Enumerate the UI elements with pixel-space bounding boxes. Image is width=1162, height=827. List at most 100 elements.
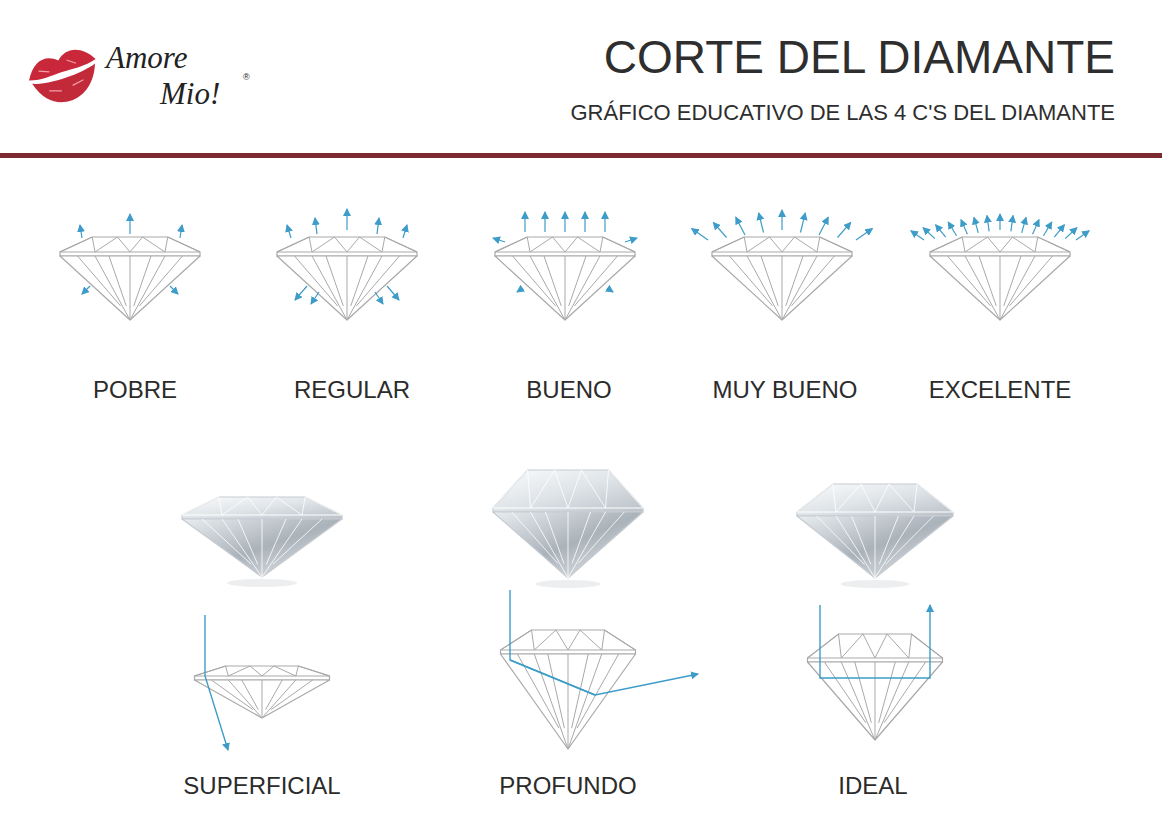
light-ray [1043,222,1051,236]
crown [495,237,635,256]
pavilion-facet [202,519,251,564]
shadow [227,579,297,587]
pavilion-facet [886,516,934,564]
pavilion-facet [1004,256,1021,306]
light-ray [377,218,379,234]
pavilion-facet [347,256,348,320]
grade-label: MUY BUENO [713,376,858,404]
crown [797,484,953,516]
diamond-outline [60,237,200,320]
pavilion-facet [572,512,590,563]
light-ray [974,217,978,232]
pavilion-facet [979,256,996,306]
pavilion-facet [568,512,606,578]
pavilion-facet [574,256,617,306]
crown [60,237,200,256]
shadow [535,580,601,588]
pavilion-facet [747,256,782,320]
pavilion-facet [512,512,558,563]
lips-logo [24,44,105,111]
crown [277,237,417,256]
pavilion-facet [875,662,876,740]
light-path [510,590,698,695]
diamond-outline [277,237,417,320]
light-ray [759,213,764,232]
light-ray [287,225,291,238]
pavilion-facet [312,256,347,320]
light-ray [1022,217,1026,232]
light-ray [170,286,178,294]
crown [493,470,643,512]
light-ray [524,212,525,232]
grade-label: REGULAR [294,376,410,404]
light-ray [911,231,924,240]
pavilion-facet [879,516,898,564]
light-ray [604,212,605,232]
light-path [820,605,930,678]
light-ray [1033,220,1039,235]
pavilion-facet [1000,256,1001,320]
pavilion-facet [534,654,568,749]
light-ray [1065,228,1077,239]
pavilion-facet [1009,256,1052,306]
pavilion-facet [109,256,126,306]
pavilion-facet [565,256,566,320]
diamond-photo [182,497,342,587]
crown-facets [797,484,953,512]
pavilion-facet [78,256,121,306]
pavilion-facet [546,512,564,563]
light-ray [1054,225,1064,237]
pavilion-facet [569,256,586,306]
pavilion [495,256,635,320]
crown [930,237,1070,256]
pavilion-facet [791,256,834,306]
pavilion-facet [817,516,865,564]
light-ray [311,292,319,304]
pavilion-facet [356,256,399,306]
pavilion [195,680,330,718]
diamond-photo [493,470,643,588]
light-ray [987,216,989,232]
pavilion-facet [565,256,600,320]
pavilion-facet [786,256,803,306]
pavilion-facet [130,256,165,320]
pavilion-facet [544,256,561,306]
pavilion-facet [95,256,130,320]
grade-label: POBRE [93,376,177,404]
pavilion-facet [262,519,302,577]
logo-text: Amore [106,40,188,76]
crown-facets [277,237,417,252]
light-ray [801,213,806,232]
crown [808,634,943,662]
light-ray [315,218,317,234]
light-ray [781,210,782,230]
diamond-outline [501,630,636,749]
diamond-photo [797,484,953,588]
light-ray [856,229,872,240]
pavilion-facet [266,519,286,564]
pavilion-facet [266,680,283,710]
pavilion-facet [130,256,131,320]
pavilion-facet [730,256,773,306]
light-ray [936,225,946,237]
light-ray [375,292,383,304]
pavilion [930,256,1070,320]
light-ray [948,222,956,236]
pavilion-facet [513,256,556,306]
pavilion-facet [841,662,875,740]
light-ray [544,212,545,232]
pavilion-facet [578,512,624,563]
light-ray [961,220,967,235]
crown [195,666,330,680]
light-ray [1076,231,1089,240]
pavilion-facet [1000,256,1035,320]
pavilion-facet [875,516,914,578]
pavilion-facet [782,256,817,320]
proportion-label: SUPERFICIAL [183,772,340,800]
pavilion [712,256,852,320]
pavilion [797,516,953,578]
crown [182,497,342,519]
pavilion-facet [568,654,602,749]
light-ray [838,222,851,237]
crown-facets [930,237,1070,252]
